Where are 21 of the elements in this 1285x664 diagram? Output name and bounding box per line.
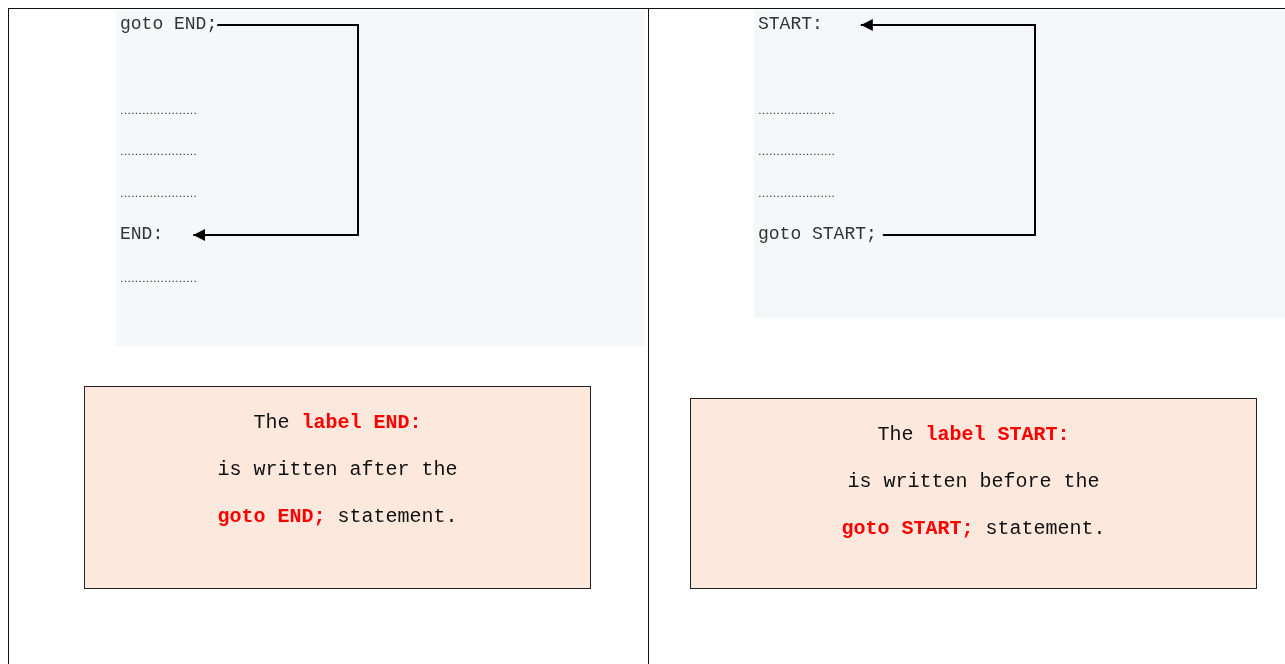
jump-arrow bbox=[192, 24, 359, 241]
note-box bbox=[690, 398, 1257, 589]
fill-in-line: ………………… bbox=[758, 104, 835, 117]
fill-in-line: ………………… bbox=[758, 187, 835, 200]
fill-in-line: ………………… bbox=[120, 187, 197, 200]
note-text: is written after the bbox=[217, 457, 458, 483]
note-text: goto START; statement. bbox=[841, 516, 1106, 542]
note-box bbox=[84, 386, 591, 589]
code-line: END: bbox=[120, 222, 194, 246]
note-text: The label START: bbox=[877, 422, 1070, 448]
code-line: goto START; bbox=[758, 222, 883, 246]
fill-in-line: ………………… bbox=[120, 272, 197, 285]
fill-in-line: ………………… bbox=[120, 145, 197, 158]
code-line: START: bbox=[758, 12, 861, 36]
note-text: goto END; statement. bbox=[217, 504, 458, 530]
note-text: is written before the bbox=[847, 469, 1100, 495]
note-text: The label END: bbox=[253, 410, 422, 436]
fill-in-line: ………………… bbox=[120, 104, 197, 117]
code-line: goto END; bbox=[120, 12, 218, 36]
fill-in-line: ………………… bbox=[758, 145, 835, 158]
jump-arrow bbox=[859, 19, 1036, 236]
